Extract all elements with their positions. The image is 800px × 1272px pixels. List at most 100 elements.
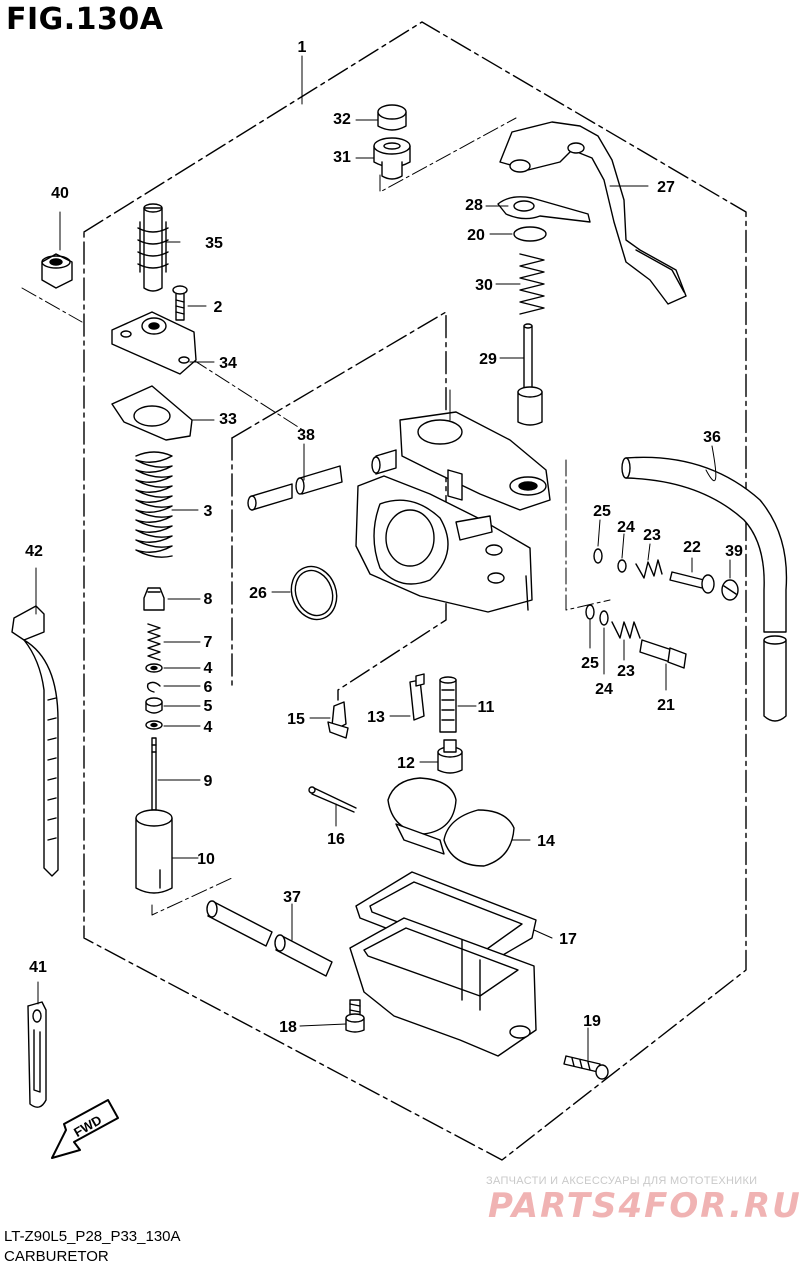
part-24-washer-b xyxy=(599,610,609,626)
part-23-spring-b xyxy=(611,621,641,639)
callout-27: 27 xyxy=(657,179,675,196)
callout-38: 38 xyxy=(297,427,315,444)
part-12-mainjet xyxy=(437,739,463,774)
callout-24: 24 xyxy=(595,681,613,698)
part-13-jet xyxy=(409,673,425,721)
callout-16: 16 xyxy=(327,831,345,848)
part-24-washer-a xyxy=(617,559,627,573)
callout-25: 25 xyxy=(593,503,611,520)
callout-15: 15 xyxy=(287,711,305,728)
callout-4: 4 xyxy=(204,719,213,736)
part-25-washer-a xyxy=(593,548,603,564)
figure-caption: CARBURETOR xyxy=(4,1248,109,1265)
part-8-holder xyxy=(143,587,165,611)
callout-18: 18 xyxy=(279,1019,297,1036)
callout-19: 19 xyxy=(583,1013,601,1030)
callout-31: 31 xyxy=(333,149,351,166)
float-bowl xyxy=(349,917,537,1057)
part-37-tube xyxy=(206,900,333,977)
part-21-screw xyxy=(639,639,687,669)
part-23-spring-a xyxy=(635,559,663,579)
part-17-gasket xyxy=(355,871,537,967)
callout-9: 9 xyxy=(204,773,213,790)
callout-11: 11 xyxy=(478,699,495,716)
part-9-needle xyxy=(151,737,157,811)
fwd-arrow xyxy=(51,1099,119,1159)
callout-30: 30 xyxy=(475,277,493,294)
callout-26: 26 xyxy=(249,585,267,602)
watermark-logo: PARTS4FOR.RU xyxy=(488,1186,800,1226)
part-16-pin xyxy=(308,786,357,813)
callout-10: 10 xyxy=(197,851,215,868)
callout-35: 35 xyxy=(205,235,223,252)
part-40-nut xyxy=(41,253,73,289)
callout-34: 34 xyxy=(219,355,237,372)
part-3-spring xyxy=(135,451,173,558)
part-36-hose xyxy=(621,456,788,722)
callout-8: 8 xyxy=(204,591,213,608)
figure-title: FIG.130A xyxy=(6,2,164,37)
callout-42: 42 xyxy=(25,543,43,560)
callout-23: 23 xyxy=(643,527,661,544)
callout-20: 20 xyxy=(467,227,485,244)
part-28-plate xyxy=(497,196,591,223)
part-42-tie xyxy=(11,605,59,877)
part-4-washer-a xyxy=(145,663,163,673)
part-2-screw xyxy=(172,285,188,321)
model-code: LT-Z90L5_P28_P33_130A xyxy=(4,1228,181,1245)
part-6-clip xyxy=(146,681,161,693)
part-39-cap xyxy=(721,579,739,601)
part-38-tube xyxy=(247,465,343,511)
callout-3: 3 xyxy=(204,503,213,520)
callout-29: 29 xyxy=(479,351,497,368)
callout-36: 36 xyxy=(703,429,721,446)
callout-28: 28 xyxy=(465,197,483,214)
part-14-float xyxy=(387,777,515,867)
part-22-screw xyxy=(669,571,715,594)
part-27-lever xyxy=(499,121,687,305)
carburetor-body xyxy=(355,411,551,613)
part-26-oring xyxy=(290,565,338,621)
callout-24: 24 xyxy=(617,519,635,536)
callout-21: 21 xyxy=(657,697,675,714)
part-25-washer-b xyxy=(585,604,595,620)
callout-7: 7 xyxy=(204,634,213,651)
callout-41: 41 xyxy=(29,959,47,976)
part-10-valve xyxy=(135,809,173,894)
part-30-spring xyxy=(519,253,545,315)
callout-32: 32 xyxy=(333,111,351,128)
callout-2: 2 xyxy=(214,299,223,316)
callout-5: 5 xyxy=(204,698,213,715)
callout-4: 4 xyxy=(204,660,213,677)
part-41-clamp xyxy=(27,1001,47,1108)
callout-37: 37 xyxy=(283,889,301,906)
leader-lines xyxy=(35,55,731,1061)
part-35-cap xyxy=(137,203,169,292)
watermark-text: ЗАПЧАСТИ И АКСЕССУАРЫ ДЛЯ МОТОТЕХНИКИ xyxy=(486,1175,758,1187)
callout-40: 40 xyxy=(51,185,69,202)
callout-22: 22 xyxy=(683,539,701,556)
part-31-adjuster xyxy=(373,137,411,180)
callout-25: 25 xyxy=(581,655,599,672)
part-18-screw xyxy=(345,999,365,1033)
part-32-cap xyxy=(377,104,407,131)
callout-17: 17 xyxy=(559,931,577,948)
part-4-washer-b xyxy=(145,720,163,730)
callout-14: 14 xyxy=(537,833,555,850)
part-7-spring xyxy=(147,623,161,661)
callout-6: 6 xyxy=(204,679,213,696)
part-29-plunger xyxy=(517,323,543,426)
callout-33: 33 xyxy=(219,411,237,428)
callout-23: 23 xyxy=(617,663,635,680)
assembly-boundary xyxy=(83,21,747,1161)
part-11-needlejet xyxy=(439,676,457,733)
callout-39: 39 xyxy=(725,543,743,560)
part-20-ring xyxy=(513,226,547,242)
part-34-cover xyxy=(111,311,197,375)
inner-boundary xyxy=(231,311,447,701)
part-33-gasket xyxy=(111,385,193,441)
callout-13: 13 xyxy=(367,709,385,726)
callout-1: 1 xyxy=(298,39,307,56)
